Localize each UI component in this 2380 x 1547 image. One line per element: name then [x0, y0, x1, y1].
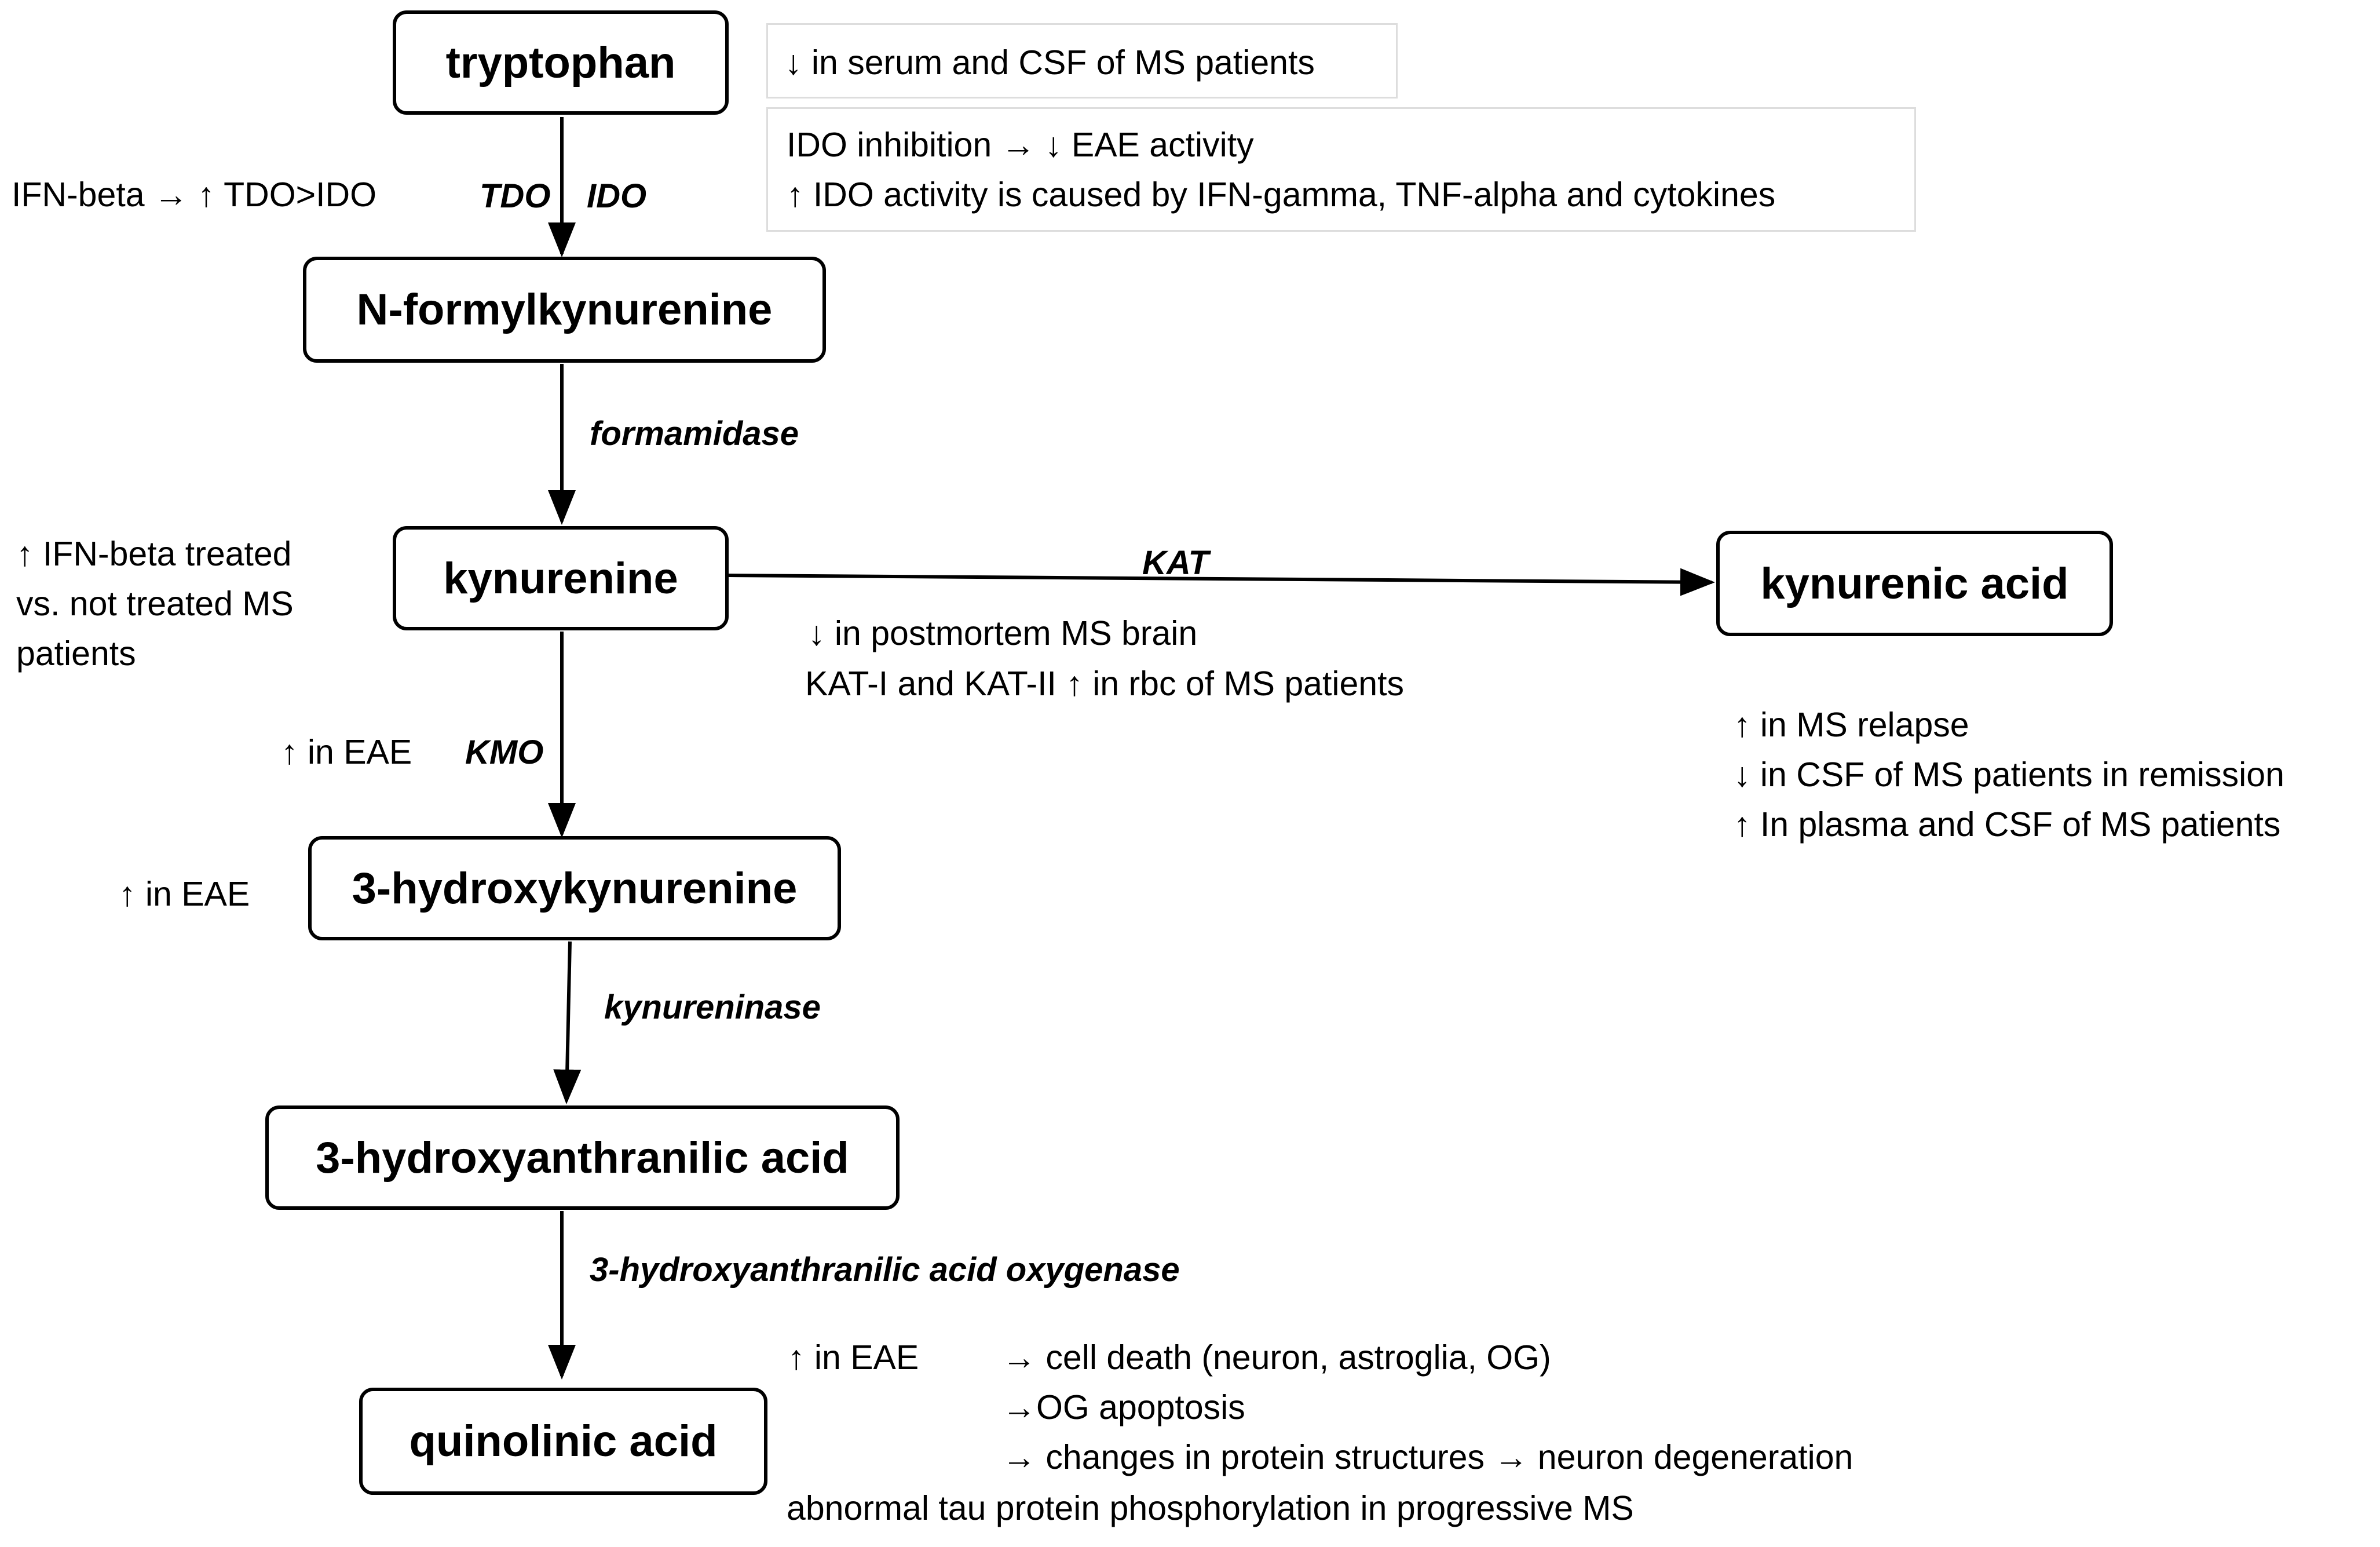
- note-quinolinic-eae: ↑ in EAE: [788, 1338, 919, 1377]
- enzyme-kynureninase: kynureninase: [604, 988, 821, 1026]
- enzyme-kat: KAT: [1142, 544, 1209, 582]
- note-line: ↑ In plasma and CSF of MS patients: [1734, 805, 2281, 844]
- note-kynurenic-acid: ↑ in MS relapse ↓ in CSF of MS patients …: [1734, 700, 2284, 849]
- enzyme-kmo: KMO: [465, 734, 544, 771]
- note-line: → changes in protein structures → neuron…: [1002, 1438, 1853, 1476]
- enzyme-ido: IDO: [587, 177, 647, 215]
- note-kat-rbc: KAT-I and KAT-II ↑ in rbc of MS patients: [805, 665, 1404, 703]
- note-box-tryptophan: [766, 23, 1398, 98]
- arrow-kynurenine-to-kynurenic-acid: [728, 568, 1715, 596]
- note-line: ↓ in CSF of MS patients in remission: [1734, 756, 2284, 794]
- note-line: →OG apoptosis: [1002, 1388, 1245, 1426]
- enzyme-formamidase: formamidase: [590, 415, 799, 453]
- node-tryptophan: tryptophan: [393, 10, 729, 115]
- node-kynurenic-acid: kynurenic acid: [1716, 531, 2113, 636]
- note-box-ido: [766, 107, 1916, 232]
- node-quinolinic-acid: quinolinic acid: [359, 1388, 767, 1495]
- note-ifn-beta-tdo: IFN-beta → ↑ TDO>IDO: [12, 176, 377, 214]
- note-line: ↑ in MS relapse: [1734, 706, 1969, 744]
- note-line: ↑ IFN-beta treated: [16, 535, 292, 573]
- note-kmo-eae: ↑ in EAE: [281, 733, 412, 771]
- note-quinolinic-tau: abnormal tau protein phosphorylation in …: [787, 1489, 1634, 1527]
- node-3-hydroxykynurenine: 3-hydroxykynurenine: [308, 836, 841, 940]
- enzyme-tdo: TDO: [480, 177, 551, 215]
- note-kynurenine-ifn-beta: ↑ IFN-beta treated vs. not treated MS pa…: [16, 529, 294, 678]
- note-line: patients: [16, 634, 136, 673]
- note-line: → cell death (neuron, astroglia, OG): [1002, 1338, 1551, 1377]
- note-ido-inhibition: IDO inhibition → ↓ EAE activity: [787, 126, 1254, 164]
- note-kat-postmortem: ↓ in postmortem MS brain: [808, 614, 1198, 652]
- enzyme-3-hydroxyanthranilic-acid-oxygenase: 3-hydroxyanthranilic acid oxygenase: [590, 1251, 1180, 1289]
- node-n-formylkynurenine: N-formylkynurenine: [303, 257, 826, 363]
- note-ido-activity: ↑ IDO activity is caused by IFN-gamma, T…: [787, 176, 1776, 214]
- note-tryptophan-serum-csf: ↓ in serum and CSF of MS patients: [785, 43, 1315, 82]
- node-kynurenine: kynurenine: [393, 526, 729, 630]
- note-line: vs. not treated MS: [16, 585, 294, 623]
- note-quinolinic-effects: → cell death (neuron, astroglia, OG) →OG…: [1002, 1333, 1853, 1482]
- arrow-hydroxykynurenine-to-hydroxyanthranilic: [553, 941, 582, 1104]
- note-3hk-eae: ↑ in EAE: [119, 875, 250, 913]
- node-3-hydroxyanthranilic-acid: 3-hydroxyanthranilic acid: [265, 1105, 900, 1210]
